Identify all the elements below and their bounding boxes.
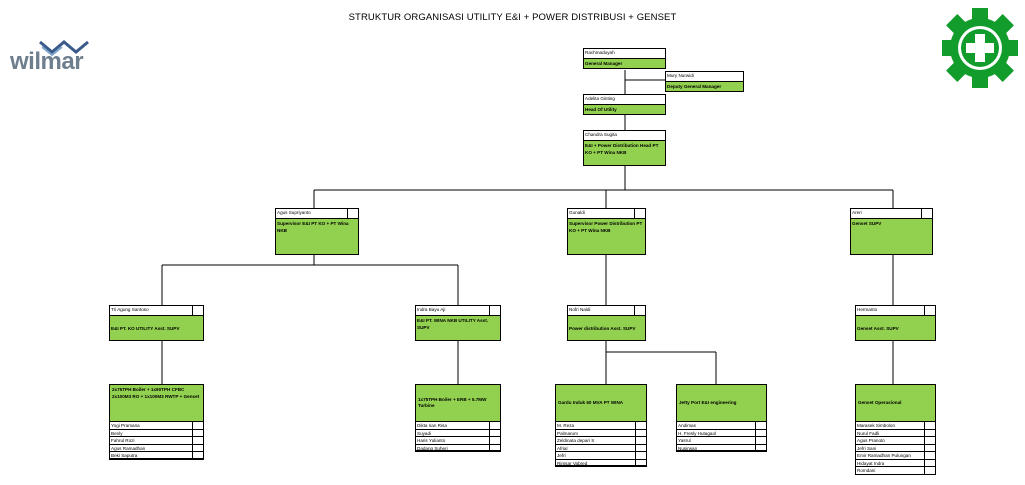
team-wina-label: 1x75TPH Boiler + ERB + 5.7MW Turbine [415, 384, 501, 422]
list-item: M. Reza [556, 421, 646, 429]
team-jetty-label: Jetty Port E&I engineering [676, 384, 767, 422]
sup-ei-role: Supervisor E&I PT KO + PT Wina NKB [276, 219, 358, 254]
dgm-box: Mury Nurwidi Deputy General Manager [665, 71, 744, 92]
asst-pd-name: Nofri Naldi [568, 306, 645, 316]
list-item: Hidayat Indra [856, 458, 935, 466]
team-gardu-label: Gardu Induk 60 MVA PT WINA [555, 384, 647, 422]
list-item: Romdani [856, 466, 935, 474]
logo-text: wilmar [10, 48, 84, 75]
wilmar-wave-icon [39, 40, 89, 57]
list-item: Rimsar Vabred [556, 458, 646, 466]
head-box: Chandra Sugita E&I + Power Distribution … [583, 130, 666, 166]
list-item: Dadang Suheri [416, 443, 500, 451]
asst-gen-name: Hermanto [856, 306, 935, 316]
hou-name: Adelita Ginting [584, 95, 665, 105]
list-item: Jefri Sani [856, 443, 935, 451]
team-jetty-list: Andimas H. Fresly Hutagaol Yasrul Nusirw… [676, 421, 767, 452]
list-item: Nurul Fadli [856, 428, 935, 436]
list-item: Fahrul Rozi [110, 436, 203, 444]
list-item: Jefri [556, 451, 646, 459]
list-item: Emir Ramadhan Pulungan [856, 451, 935, 459]
list-item: Benly [110, 428, 203, 436]
list-item: H. Fresly Hutagaol [677, 428, 766, 436]
list-item: Afrial [556, 443, 646, 451]
team-gardu-list: M. Reza Palmarum Zeldinata depari S Afri… [555, 421, 647, 467]
team-genset-list: Marasek Simbolon Nurul Fadli Agus Pranot… [855, 421, 936, 475]
sup-pd-box: Gunaldi Supervisor Power Distribution PT… [567, 208, 646, 255]
gm-box: Rachmaduyah General Manager [583, 48, 666, 69]
list-item: Andimas [677, 421, 766, 429]
team-wina-list: Dikta rian Risa Suyadi Haris Yulianto Da… [415, 421, 501, 452]
head-role: E&I + Power Distribution Head PT KO + PT… [584, 141, 665, 165]
sup-gen-name: Areri [851, 209, 932, 219]
list-item: Palmarum [556, 428, 646, 436]
sup-ei-box: Agus Supriyanto Supervisor E&I PT KO + P… [275, 208, 359, 255]
asst-gen-role: Genset Asst. SUPV [856, 316, 935, 340]
list-item: Nusirwan [677, 443, 766, 451]
list-item: Agus Pranoto [856, 436, 935, 444]
asst-ko-box: Tri Agung Santoso E&I PT. KO UTILITY Ass… [109, 305, 204, 341]
dgm-name: Mury Nurwidi [666, 72, 743, 82]
dgm-role: Deputy General Manager [666, 82, 743, 91]
sup-ei-name: Agus Supriyanto [276, 209, 358, 219]
team-ko-label: 2x75TPH Boiler + 1x90TPH CFBC 2x100M3 RO… [109, 384, 204, 422]
asst-pd-box: Nofri Naldi Power distribution Asst. SUP… [567, 305, 646, 341]
list-item: Agus Ramadhan [110, 443, 203, 451]
gm-name: Rachmaduyah [584, 49, 665, 59]
head-name: Chandra Sugita [584, 131, 665, 141]
list-item: Haris Yulianto [416, 436, 500, 444]
asst-pd-role: Power distribution Asst. SUPV [568, 316, 645, 340]
sup-pd-name: Gunaldi [568, 209, 645, 219]
list-item: Marasek Simbolon [856, 421, 935, 429]
list-item: Yogi Pramana [110, 421, 203, 429]
asst-wina-box: Indra Bayu Aji E&I PT. WINA NKB UTILITY … [415, 305, 501, 341]
asst-wina-name: Indra Bayu Aji [416, 306, 500, 316]
asst-ko-role: E&I PT. KO UTILITY Asst. SUPV [110, 316, 203, 340]
list-item: Dikta rian Risa [416, 421, 500, 429]
list-item: Suyadi [416, 428, 500, 436]
hou-role: Head Of Utility [584, 105, 665, 114]
sup-pd-role: Supervisor Power Distribution PT KO + PT… [568, 219, 645, 254]
sup-gen-box: Areri Genset SUPV [850, 208, 933, 255]
team-genset-label: Genset Operasional [855, 384, 936, 422]
list-item: Zeldinata depari S [556, 436, 646, 444]
team-ko-list: Yogi Pramana Benly Fahrul Rozi Agus Rama… [109, 421, 204, 460]
sup-gen-role: Genset SUPV [851, 219, 932, 254]
asst-gen-box: Hermanto Genset Asst. SUPV [855, 305, 936, 341]
asst-wina-role: E&I PT. WINA NKB UTILITY Asst. SUPV [416, 316, 500, 340]
green-gear-cross-icon [942, 8, 1018, 88]
list-item: Yasrul [677, 436, 766, 444]
page-title: STRUKTUR ORGANISASI UTILITY E&I + POWER … [348, 12, 677, 23]
list-item: Beki Saputra [110, 451, 203, 459]
hou-box: Adelita Ginting Head Of Utility [583, 94, 666, 115]
wilmar-logo: wilmar [10, 38, 90, 78]
asst-ko-name: Tri Agung Santoso [110, 306, 203, 316]
gm-role: General Manager [584, 59, 665, 68]
